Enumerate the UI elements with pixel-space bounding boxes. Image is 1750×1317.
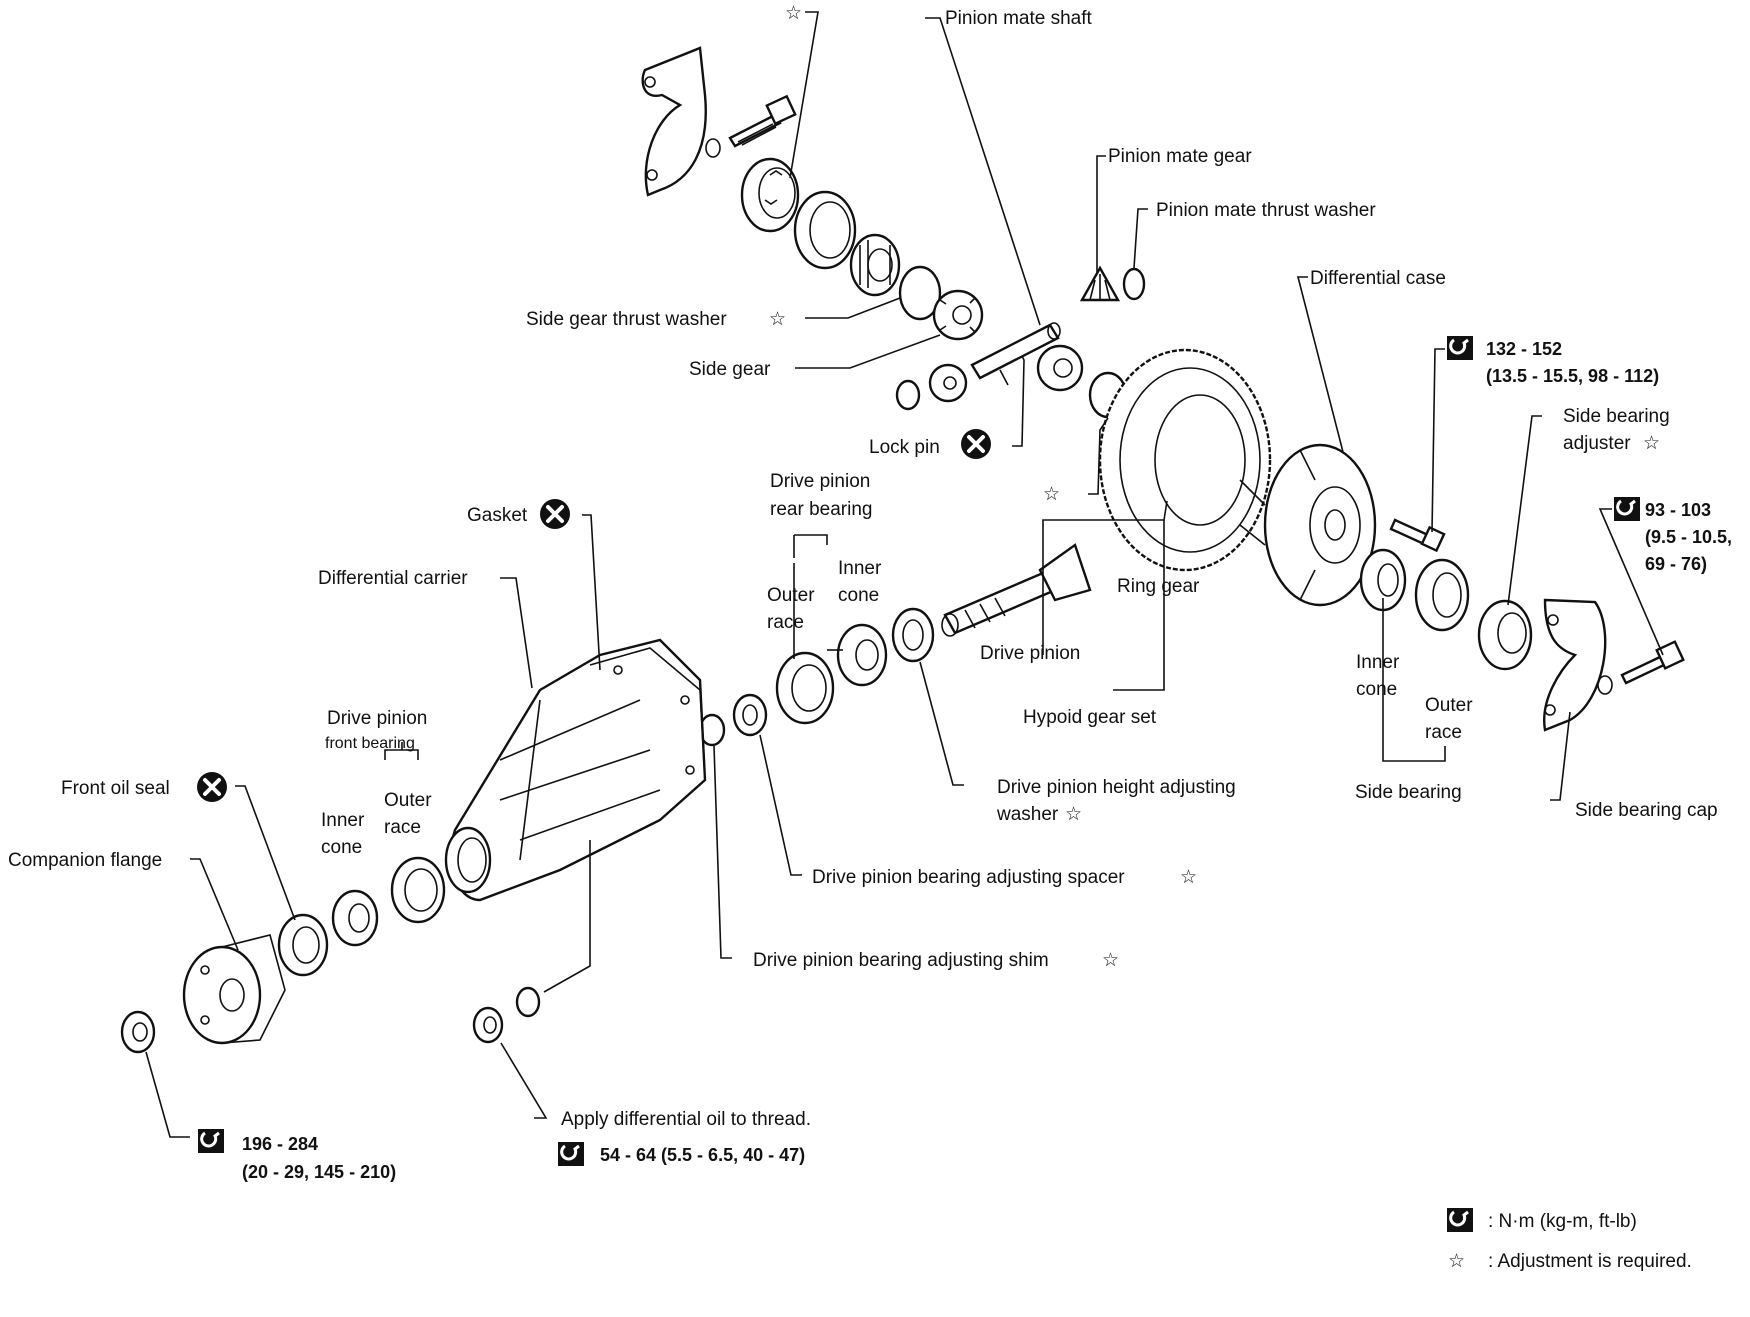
label-side-bearing: Side bearing	[1355, 782, 1462, 803]
label-drive-pinion-front-bearing-1: Drive pinion	[327, 708, 427, 729]
star-icon-side-gear-washer: ☆	[769, 309, 786, 330]
differential-carrier-part	[444, 638, 707, 902]
label-apply-oil: Apply differential oil to thread.	[561, 1109, 811, 1130]
side-gear-upper	[932, 289, 984, 341]
torque-ring-gear-bolt-2: (13.5 - 15.5, 98 - 112)	[1486, 366, 1659, 386]
label-lock-pin: Lock pin	[869, 437, 940, 458]
star-outline-icon: ☆ ☆ ☆ ☆ ☆ ☆ ☆ ☆	[769, 3, 1660, 1272]
label-differential-carrier: Differential carrier	[318, 568, 468, 589]
torque-specs: 132 - 152 (13.5 - 15.5, 98 - 112) 93 - 1…	[242, 339, 1732, 1182]
rear-inner-cone	[836, 623, 888, 687]
ring-gear-bolt	[1389, 518, 1446, 553]
torque-cap-bolt-3: 69 - 76)	[1645, 554, 1707, 574]
label-side-bearing-adjuster-1: Side bearing	[1563, 406, 1670, 427]
label-side-bearing-adjuster-2: adjuster	[1563, 433, 1631, 454]
front-oil-seal	[277, 913, 329, 977]
side-gear-lower	[1036, 344, 1084, 392]
star-icon-spacer: ☆	[1180, 867, 1197, 888]
differential-case	[1239, 443, 1377, 607]
torque-flange-nut-2: (20 - 29, 145 - 210)	[242, 1162, 396, 1182]
label-side-gear-thrust-washer: Side gear thrust washer	[526, 309, 727, 330]
side-gear-thrust-washer	[898, 265, 942, 321]
side-bearing-adjuster-left	[740, 157, 800, 233]
label-pinion-mate-shaft: Pinion mate shaft	[945, 8, 1093, 29]
pinion-mate-gear-left	[928, 363, 968, 403]
flange-nut	[120, 1010, 156, 1054]
carrier-nut	[472, 1006, 504, 1044]
bearing-adjusting-spacer	[732, 693, 768, 737]
label-rear-inner-cone-2: cone	[838, 585, 879, 606]
label-side-outer-race-2: race	[1425, 722, 1462, 743]
label-rear-outer-race-1: Outer	[767, 585, 815, 606]
label-height-adjusting-washer-1: Drive pinion height adjusting	[997, 777, 1236, 798]
label-rear-inner-cone-1: Inner	[838, 558, 882, 579]
torque-flange-nut-1: 196 - 284	[242, 1134, 318, 1154]
label-front-oil-seal: Front oil seal	[61, 778, 170, 799]
carrier-washer	[515, 986, 541, 1018]
legend-torque-units: : N·m (kg-m, ft-lb)	[1488, 1211, 1637, 1232]
label-height-adjusting-washer-2: washer	[996, 804, 1059, 825]
label-drive-pinion: Drive pinion	[980, 643, 1080, 664]
star-icon-adjuster: ☆	[1643, 433, 1660, 454]
label-side-gear: Side gear	[689, 359, 771, 380]
pinion-mate-thrust-washer-top	[1122, 267, 1146, 301]
torque-ring-gear-bolt-1: 132 - 152	[1486, 339, 1562, 359]
star-icon-height-washer: ☆	[1065, 804, 1082, 825]
label-front-inner-cone-2: cone	[321, 837, 362, 858]
ring-gear	[1098, 348, 1272, 572]
legend-adjustment: : Adjustment is required.	[1488, 1251, 1692, 1272]
legend: : N·m (kg-m, ft-lb) : Adjustment is requ…	[1488, 1211, 1692, 1272]
leader-lines	[145, 11, 1664, 1138]
pinion-mate-gear-top	[1079, 265, 1121, 302]
star-icon-lower-washer: ☆	[1043, 484, 1060, 505]
star-icon-shim: ☆	[1102, 950, 1119, 971]
height-adjusting-washer	[891, 607, 935, 663]
label-drive-pinion-rear-bearing-1: Drive pinion	[770, 471, 870, 492]
star-icon-top: ☆	[785, 3, 802, 24]
label-bearing-adjusting-shim: Drive pinion bearing adjusting shim	[753, 950, 1049, 971]
label-front-inner-cone-1: Inner	[321, 810, 365, 831]
drive-pinion-part	[941, 543, 1092, 637]
pinion-mate-shaft	[970, 322, 1061, 386]
label-side-inner-cone-2: cone	[1356, 679, 1397, 700]
front-outer-race	[390, 856, 446, 924]
torque-cap-bolt-1: 93 - 103	[1645, 500, 1711, 520]
side-inner-cone-left	[849, 233, 901, 297]
label-drive-pinion-rear-bearing-2: rear bearing	[770, 499, 872, 520]
part-labels: Pinion mate shaft Pinion mate gear Pinio…	[8, 8, 1718, 1130]
label-drive-pinion-front-bearing-2: front bearing	[325, 735, 415, 752]
side-outer-race-right	[1414, 558, 1470, 632]
gasket-part	[589, 647, 706, 781]
label-side-outer-race-1: Outer	[1425, 695, 1473, 716]
rear-outer-race	[775, 651, 835, 725]
pinion-mate-thrust-washer-left	[895, 379, 921, 411]
torque-carrier-nut: 54 - 64 (5.5 - 6.5, 40 - 47)	[600, 1145, 805, 1165]
label-rear-outer-race-2: race	[767, 612, 804, 633]
side-bearing-cap-left	[641, 46, 707, 197]
label-companion-flange: Companion flange	[8, 850, 162, 871]
side-bearing-cap-right	[1543, 598, 1607, 732]
label-hypoid-gear-set: Hypoid gear set	[1023, 707, 1157, 728]
label-ring-gear: Ring gear	[1117, 576, 1200, 597]
side-outer-race-left	[793, 190, 857, 270]
label-pinion-mate-thrust-washer: Pinion mate thrust washer	[1156, 200, 1376, 221]
front-inner-cone	[331, 889, 379, 947]
label-side-inner-cone-1: Inner	[1356, 652, 1400, 673]
label-differential-case: Differential case	[1310, 268, 1446, 289]
star-icon-legend: ☆	[1448, 1251, 1465, 1272]
label-bearing-adjusting-spacer: Drive pinion bearing adjusting spacer	[812, 867, 1125, 888]
label-pinion-mate-gear: Pinion mate gear	[1108, 146, 1252, 167]
label-side-bearing-cap: Side bearing cap	[1575, 800, 1718, 821]
cap-bolt-left	[705, 94, 797, 158]
companion-flange	[182, 934, 286, 1045]
label-front-outer-race-1: Outer	[384, 790, 432, 811]
label-front-outer-race-2: race	[384, 817, 421, 838]
cap-bolt-right	[1597, 640, 1685, 695]
torque-cap-bolt-2: (9.5 - 10.5,	[1645, 527, 1732, 547]
side-bearing-adjuster-right	[1477, 599, 1533, 671]
label-gasket: Gasket	[467, 505, 528, 526]
